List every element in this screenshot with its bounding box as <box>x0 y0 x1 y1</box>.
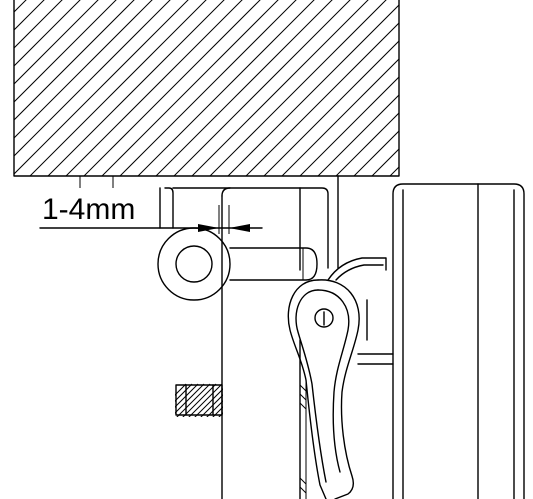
hatch-line <box>14 0 171 157</box>
hatch-line <box>299 76 399 176</box>
hatch-line <box>65 0 243 176</box>
screw <box>175 383 270 420</box>
hatch-line <box>173 0 351 176</box>
screw-thread-line <box>206 400 223 417</box>
locking-pin <box>157 227 318 301</box>
screw-thread-line <box>218 412 223 417</box>
screw-thread-line <box>175 383 205 414</box>
hatch-line <box>137 0 315 176</box>
hatch-line <box>83 0 261 176</box>
hatch-line <box>191 0 369 176</box>
hatch-line <box>14 0 135 121</box>
hatch-line <box>484 0 533 190</box>
hatch-line <box>209 0 387 176</box>
mounting-bracket <box>159 175 339 499</box>
hatch-line <box>353 130 399 176</box>
hatch-line <box>14 0 81 67</box>
screw-thread-line <box>194 388 223 417</box>
hatch-line <box>14 0 27 13</box>
screw-thread-line <box>212 406 223 417</box>
hatch-line <box>335 112 399 176</box>
hatch-line <box>119 0 297 176</box>
hatch-line <box>101 0 279 176</box>
door-leaf <box>392 183 525 499</box>
hatch-line <box>412 0 533 190</box>
latch-lever <box>287 279 360 499</box>
hatch-line <box>466 0 533 190</box>
screw-thread-line <box>222 384 258 420</box>
hatch-line <box>29 0 207 176</box>
hatch-line <box>502 0 533 190</box>
screw-thread-line <box>182 383 217 417</box>
hatch-line <box>371 148 399 176</box>
hinge-link <box>327 257 394 365</box>
hatch-line <box>14 0 45 31</box>
wall-section <box>13 0 533 190</box>
screw-thread-line <box>175 383 187 396</box>
hatch-line <box>281 58 399 176</box>
screw-thread-line <box>228 384 264 420</box>
hatch-line <box>520 0 533 190</box>
hatch-line <box>14 0 153 139</box>
hatch-line <box>263 40 399 176</box>
hatch-line <box>14 0 63 49</box>
screw-thread-line <box>175 383 193 402</box>
gap-dimension: 1-4mm <box>39 176 263 234</box>
screw-thread-line <box>175 383 199 408</box>
hatch-line <box>14 0 189 175</box>
hatch-line <box>430 0 533 190</box>
screw-thread-line <box>234 384 270 420</box>
screw-thread-line <box>200 394 223 417</box>
hatch-line <box>317 94 399 176</box>
hatch-line <box>47 0 225 176</box>
screw-thread-line <box>188 383 223 417</box>
hatch-line <box>14 0 99 85</box>
hatch-line <box>227 4 399 176</box>
gap-dimension-label: 1-4mm <box>42 193 135 226</box>
screw-thread-line <box>176 383 211 417</box>
hatch-line <box>448 0 533 190</box>
hatch-line <box>14 0 117 103</box>
hatch-line <box>155 0 333 176</box>
hatch-line <box>394 0 533 190</box>
